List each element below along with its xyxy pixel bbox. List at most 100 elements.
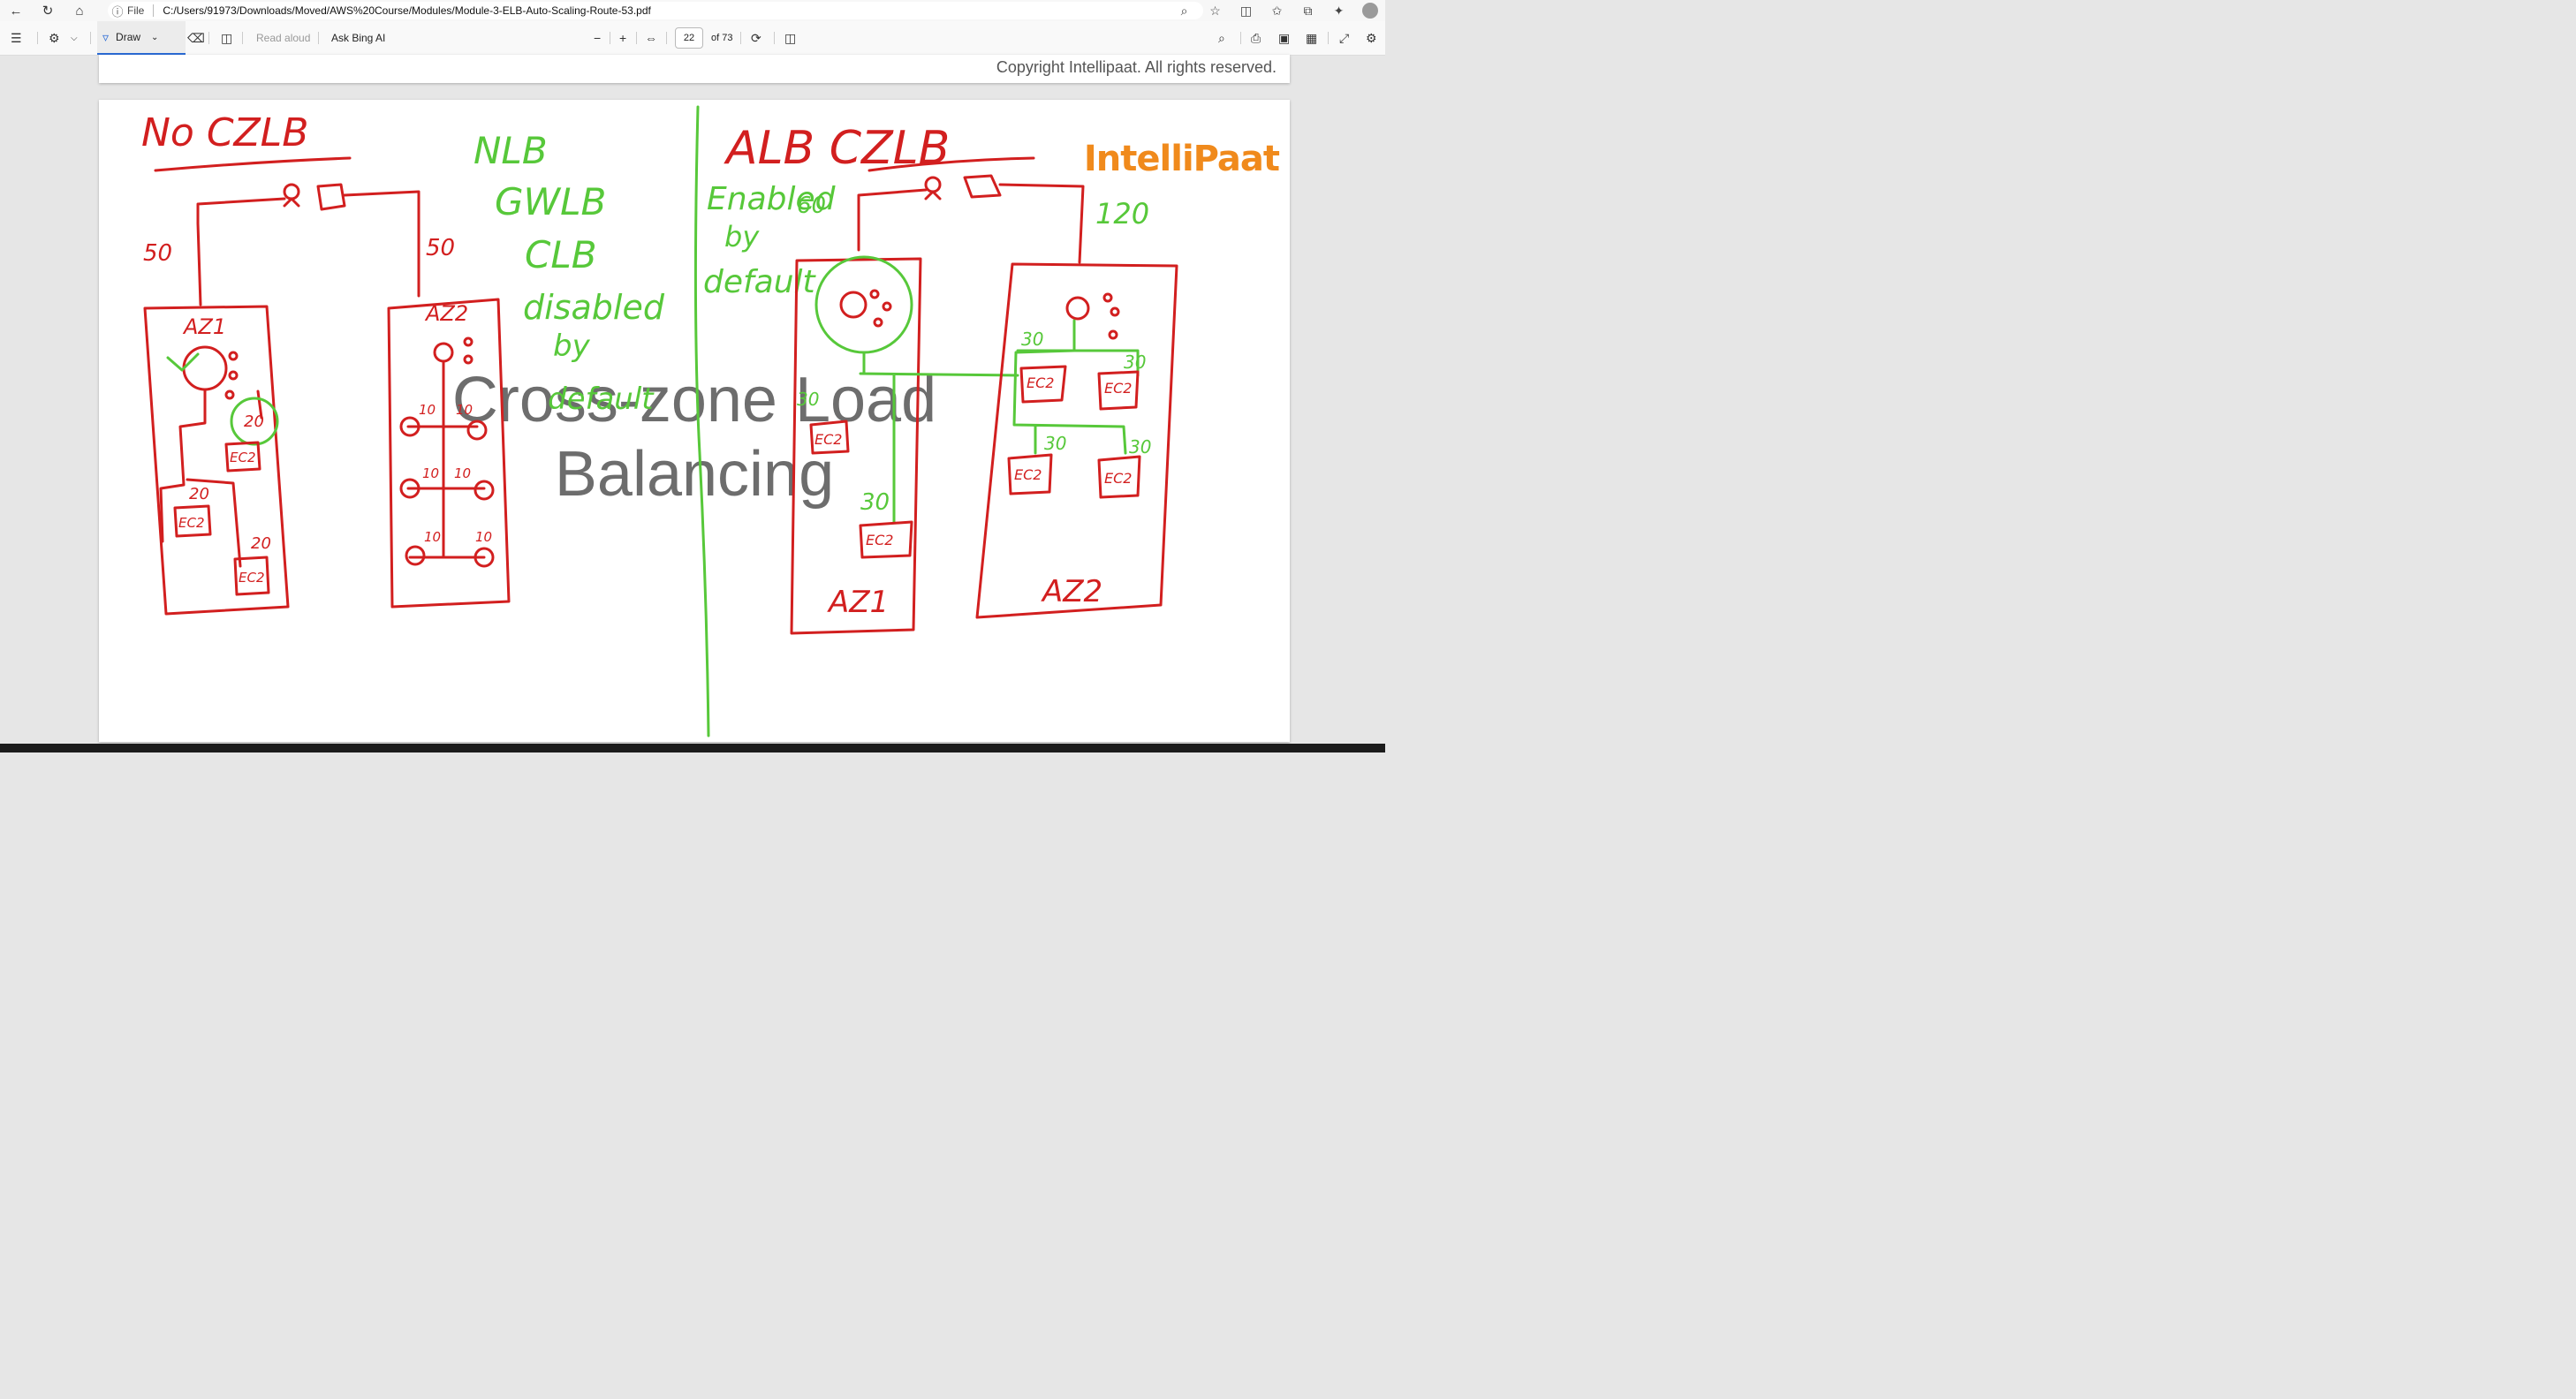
clb-label: CLB [525, 233, 597, 276]
svg-text:10: 10 [456, 402, 473, 418]
fullscreen-icon[interactable]: ⤢ [1339, 30, 1350, 45]
chevron-down-icon[interactable]: ⌵ [71, 33, 78, 43]
az1-box-left [143, 305, 290, 616]
zoom-icon[interactable]: ⌕ [1180, 3, 1188, 18]
browser-address-bar: ← ↻ ⌂ ⓘ File C:/Users/91973/Downloads/Mo… [0, 0, 1385, 21]
svg-text:EC2: EC2 [178, 515, 205, 531]
slide-title-line-1: Cross-zone Load [451, 365, 937, 435]
svg-text:EC2: EC2 [866, 532, 893, 548]
home-icon[interactable]: ⌂ [75, 3, 84, 19]
zoom-in-icon[interactable]: + [619, 31, 627, 45]
svg-text:30: 30 [1021, 329, 1043, 350]
profile-avatar[interactable] [1354, 0, 1385, 21]
az2-box-left [387, 298, 511, 609]
extensions-icon[interactable]: ✦ [1333, 3, 1345, 18]
by-label: by [724, 220, 760, 253]
draw-button[interactable]: ▿ Draw ⌄ [97, 21, 186, 55]
page-number-field[interactable]: 22 [675, 21, 703, 55]
pdf-page-previous: Copyright Intellipaat. All rights reserv… [99, 55, 1290, 83]
print-icon[interactable]: ⎙ [1251, 30, 1261, 45]
divider [242, 32, 243, 44]
zoom-out-icon[interactable]: − [594, 31, 602, 45]
favorite-star-icon[interactable]: ☆ [1209, 3, 1221, 18]
az1-box-right [790, 257, 922, 635]
page-number-input[interactable]: 22 [675, 27, 703, 49]
save-as-icon[interactable]: ▦ [1306, 30, 1318, 45]
draw-label: Draw [116, 31, 141, 43]
page-view-icon[interactable]: ◫ [784, 30, 797, 45]
collections-icon[interactable]: ⧉ [1303, 3, 1313, 18]
read-aloud-button[interactable]: Read aloud [256, 32, 311, 44]
no-czlb-label: No CZLB [141, 110, 308, 155]
underline [154, 156, 352, 172]
page-total: of 73 [711, 33, 733, 43]
underline [868, 156, 1035, 172]
default-label: default [703, 264, 817, 300]
svg-text:20: 20 [189, 485, 209, 503]
divider [774, 32, 775, 44]
eraser-icon[interactable]: ⌫ [187, 30, 205, 45]
weight-30: 30 [797, 389, 819, 410]
svg-text:20: 20 [251, 534, 271, 553]
url-text[interactable]: C:/Users/91973/Downloads/Moved/AWS%20Cou… [163, 4, 651, 17]
refresh-icon[interactable]: ↻ [42, 4, 54, 19]
az1-label: AZ1 [827, 585, 889, 620]
rotate-icon[interactable]: ⟳ [751, 30, 761, 45]
fit-width-icon[interactable]: ⇔ [645, 31, 657, 45]
info-icon[interactable]: ⓘ [111, 4, 124, 19]
az2-label: AZ2 [424, 301, 468, 326]
lb-node-icon [283, 183, 300, 200]
taskbar-edge [0, 744, 1385, 752]
slide-title-line-2: Balancing [554, 439, 835, 510]
svg-text:EC2: EC2 [1027, 374, 1054, 391]
svg-text:10: 10 [475, 529, 492, 545]
url-bar[interactable]: ⓘ File C:/Users/91973/Downloads/Moved/AW… [108, 2, 1203, 19]
divider [153, 4, 155, 17]
default-label: default [548, 382, 655, 417]
weight-20: 20 [244, 412, 264, 431]
svg-text:EC2: EC2 [239, 570, 265, 586]
nlb-label: NLB [474, 129, 548, 172]
highlight-icon[interactable]: ⚙ [49, 30, 60, 45]
az2-label: AZ2 [1041, 574, 1102, 609]
by-label: by [553, 329, 591, 364]
ec2-label: EC2 [230, 450, 256, 465]
ink-annotations: No CZLB 50 50 AZ1 20 EC2 20 EC2 20 EC2 A… [141, 105, 1178, 737]
divider [208, 32, 209, 44]
split-60: 60 [797, 193, 826, 219]
svg-text:10: 10 [454, 465, 471, 481]
browser-actions: ⌕ ☆ ◫ ✩ ⧉ ✦ [1169, 0, 1385, 21]
ask-bing-button[interactable]: Ask Bing AI [331, 32, 386, 44]
text-icon[interactable]: ◫ [221, 30, 233, 45]
svg-text:EC2: EC2 [814, 431, 842, 448]
alb-czlb-label: ALB CZLB [724, 122, 950, 175]
divider [1328, 32, 1329, 44]
divider [636, 32, 637, 44]
disabled-label: disabled [523, 288, 665, 327]
split-120: 120 [1095, 197, 1149, 231]
split-left: 50 [143, 240, 172, 267]
split-right: 50 [426, 235, 455, 261]
divider [666, 32, 667, 44]
settings-gear-icon[interactable]: ⚙ [1366, 30, 1377, 45]
save-icon[interactable]: ▣ [1278, 30, 1291, 45]
favorites-icon[interactable]: ✩ [1271, 3, 1283, 18]
divider-line [693, 105, 710, 737]
svg-text:10: 10 [422, 465, 439, 481]
divider [740, 32, 741, 44]
back-icon[interactable]: ← [9, 3, 23, 19]
divider [37, 32, 38, 44]
split-screen-icon[interactable]: ◫ [1239, 3, 1253, 18]
svg-text:30: 30 [1124, 352, 1146, 373]
file-label: File [127, 4, 145, 17]
search-icon[interactable]: ⌕ [1218, 30, 1225, 45]
az1-label: AZ1 [182, 314, 226, 339]
az2-box-right [975, 262, 1178, 619]
svg-text:EC2: EC2 [1104, 470, 1132, 487]
divider [90, 32, 91, 44]
chevron-down-icon[interactable]: ⌄ [151, 32, 159, 42]
contents-icon[interactable]: ☰ [11, 30, 22, 45]
divider [318, 32, 319, 44]
pdf-page-current: Cross-zone Load Balancing IntelliPaat No… [99, 100, 1290, 742]
intellipaat-logo: IntelliPaat [1083, 139, 1280, 179]
